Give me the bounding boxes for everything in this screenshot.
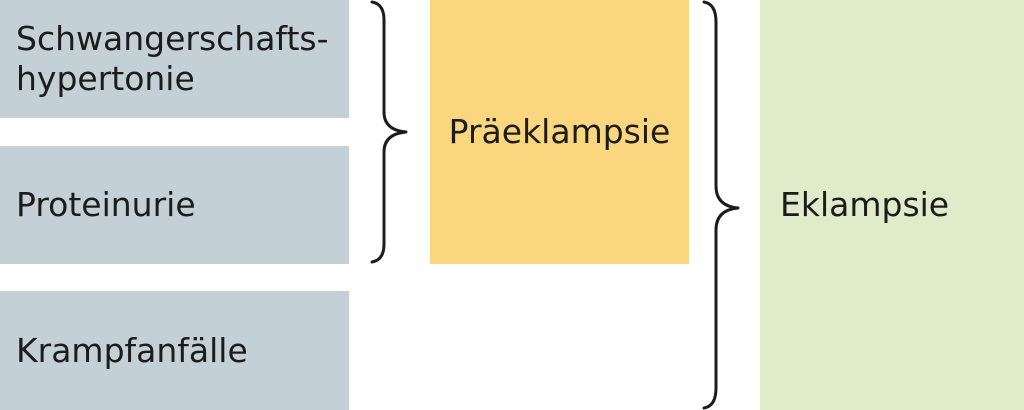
box-praeeklampsie: Präeklampsie	[430, 0, 689, 264]
brace-second-path	[702, 0, 740, 410]
label-eklampsie: Eklampsie	[780, 185, 950, 224]
label-krampfanfaelle: Krampfanfälle	[16, 330, 248, 370]
label-proteinurie: Proteinurie	[16, 185, 196, 224]
box-eklampsie: Eklampsie	[760, 0, 1024, 410]
box-schwangerschaftshypertonie: Schwangerschafts- hypertonie	[0, 0, 349, 118]
brace-first-path	[370, 0, 408, 264]
label-praeeklampsie: Präeklampsie	[448, 112, 671, 151]
box-krampfanfaelle: Krampfanfälle	[0, 291, 349, 410]
brace-first	[370, 0, 408, 264]
box-proteinurie: Proteinurie	[0, 146, 349, 264]
brace-second	[702, 0, 740, 410]
label-schwangerschaftshypertonie: Schwangerschafts- hypertonie	[16, 19, 329, 98]
